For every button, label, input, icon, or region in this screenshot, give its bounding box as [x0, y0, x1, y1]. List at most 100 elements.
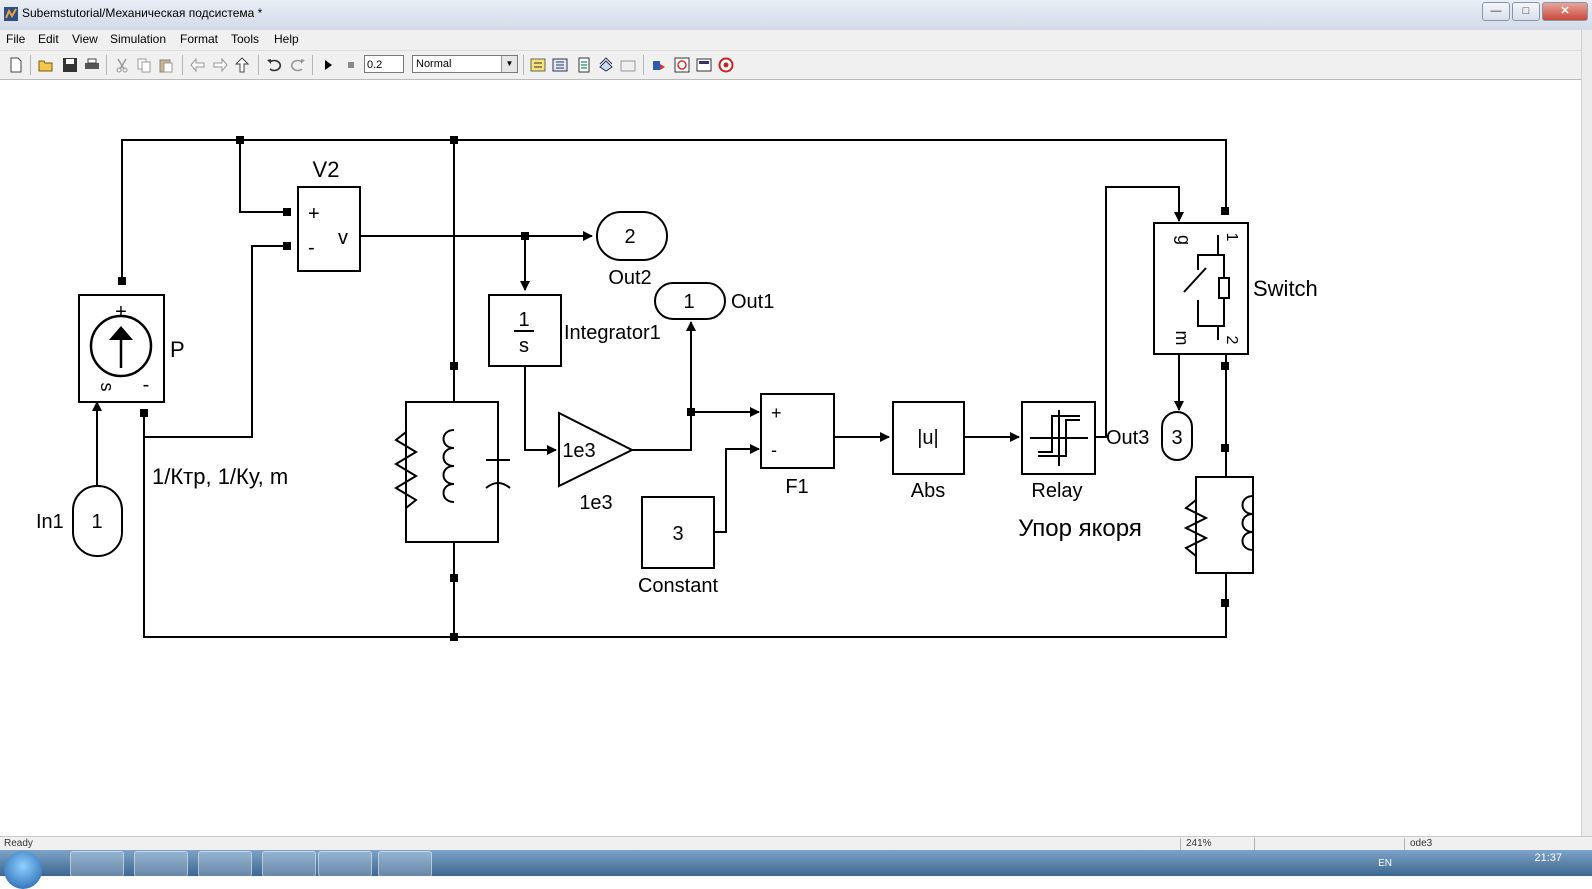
redo-icon[interactable] — [290, 57, 306, 73]
f1-sum-block[interactable]: + - F1 — [760, 393, 835, 498]
menu-edit[interactable]: Edit — [38, 32, 59, 46]
simulink-app-icon — [4, 7, 18, 21]
taskbar-media-icon[interactable] — [198, 851, 252, 877]
status-zoom: 241% — [1186, 838, 1212, 849]
abs-content: |u| — [917, 427, 939, 449]
back-icon[interactable] — [190, 57, 206, 73]
armature-stop-element[interactable] — [1183, 476, 1254, 574]
toolbar-separator — [30, 55, 31, 75]
switch-port-2: 2 — [1223, 336, 1240, 345]
vertical-scrollbar[interactable] — [1581, 30, 1592, 836]
integrator-to-gain-line[interactable] — [524, 366, 557, 455]
library-browser-icon[interactable] — [576, 57, 592, 73]
status-divider — [1180, 838, 1181, 850]
debugger-icon[interactable] — [620, 57, 636, 73]
out3-port-block[interactable]: 3 Out3 — [1106, 411, 1193, 461]
v2-plus-line[interactable] — [239, 140, 288, 213]
model-advisor-icon[interactable] — [696, 57, 712, 73]
stop-simulation-icon[interactable] — [343, 57, 359, 73]
p-label: P — [170, 337, 185, 362]
new-icon[interactable] — [8, 57, 24, 73]
start-button[interactable] — [4, 851, 42, 889]
f1-minus-port: - — [771, 440, 777, 460]
gain-to-f1-line[interactable] — [632, 407, 760, 451]
stop-time-input[interactable]: 0.2 — [364, 55, 404, 73]
help-wheel-icon[interactable] — [718, 57, 734, 73]
cut-icon[interactable] — [114, 57, 130, 73]
copy-icon[interactable] — [136, 57, 152, 73]
maximize-button[interactable]: □ — [1512, 2, 1540, 21]
out2-number: 2 — [624, 226, 635, 248]
in1-number: 1 — [91, 511, 102, 533]
chevron-down-icon[interactable]: ▼ — [501, 56, 517, 72]
model-explorer-icon[interactable] — [598, 57, 614, 73]
v2-minus-line[interactable] — [143, 245, 288, 438]
switch-port-1: 1 — [1223, 233, 1240, 242]
constant-to-f1-line[interactable] — [714, 444, 760, 533]
save-icon[interactable] — [62, 57, 78, 73]
switch-symbol-icon — [1183, 235, 1230, 340]
v2-out-port: v — [338, 227, 348, 249]
integrator-label: Integrator1 — [564, 322, 661, 344]
f1-plus-port: + — [771, 403, 782, 423]
language-indicator[interactable]: EN — [1378, 858, 1392, 869]
start-simulation-icon[interactable] — [320, 57, 336, 73]
v2-minus-port: - — [308, 237, 315, 259]
taskbar-ie-icon[interactable] — [70, 851, 124, 877]
model-canvas[interactable]: V2 + - v + s - P 1/Ктр, 1/Ку, m 1 In1 2 … — [0, 80, 1592, 836]
taskbar-word-icon[interactable] — [318, 851, 372, 877]
out1-port-block[interactable]: 1 Out1 — [654, 282, 774, 320]
menu-help[interactable]: Help — [274, 32, 299, 46]
menu-view[interactable]: View — [72, 32, 98, 46]
window-title: Subemstutorial/Механическая подсистема * — [22, 6, 263, 20]
menu-format[interactable]: Format — [180, 32, 219, 46]
gain-block[interactable]: 1e3 1e3 — [558, 411, 635, 514]
rlc-mechanical-element[interactable] — [394, 401, 511, 543]
gain-value: 1e3 — [562, 440, 595, 462]
taskbar-matlab-icon[interactable] — [378, 851, 432, 877]
switch-block[interactable]: g m 1 2 Switch — [1153, 222, 1318, 355]
profiler-icon[interactable] — [674, 57, 690, 73]
taskbar-explorer-icon[interactable] — [134, 851, 188, 877]
simulation-mode-select[interactable]: Normal ▼ — [412, 55, 518, 73]
taskbar-paint-icon[interactable] — [262, 851, 316, 877]
menu-simulation[interactable]: Simulation — [110, 32, 167, 46]
sim-explorer-icon[interactable] — [651, 57, 667, 73]
v2-sensor-block[interactable]: V2 + - v — [297, 157, 361, 272]
integrator-numerator: 1 — [518, 309, 529, 331]
status-solver: ode3 — [1410, 838, 1433, 849]
toolbar-separator — [106, 55, 107, 75]
in1-port-block[interactable]: 1 In1 — [36, 485, 123, 557]
out2-port-block[interactable]: 2 Out2 — [596, 211, 668, 289]
status-text: Ready — [4, 838, 33, 849]
menu-file[interactable]: File — [6, 32, 26, 46]
abs-label: Abs — [911, 480, 945, 502]
build-icon[interactable] — [530, 57, 546, 73]
forward-icon[interactable] — [212, 57, 228, 73]
v2-label: V2 — [313, 157, 340, 182]
p-source-block[interactable]: + s - P 1/Ктр, 1/Ку, m — [78, 294, 288, 489]
relay-label: Relay — [1031, 480, 1082, 502]
paste-icon[interactable] — [158, 57, 174, 73]
open-icon[interactable] — [38, 57, 54, 73]
integrator-block[interactable]: 1 s Integrator1 — [488, 294, 661, 367]
print-icon[interactable] — [84, 57, 100, 73]
up-icon[interactable] — [234, 57, 250, 73]
integrator-denominator: s — [519, 335, 529, 357]
constant-block[interactable]: 3 Constant — [638, 496, 718, 597]
update-icon[interactable] — [552, 57, 568, 73]
close-button[interactable]: ✕ — [1542, 2, 1588, 21]
taskbar-clock: 21:37 — [1534, 852, 1562, 864]
status-divider — [1254, 838, 1255, 850]
toolbar-separator — [258, 55, 259, 75]
out3-label: Out3 — [1106, 427, 1149, 449]
top-mech-line[interactable] — [121, 139, 1227, 281]
minimize-button[interactable]: — — [1482, 2, 1510, 21]
undo-icon[interactable] — [266, 57, 282, 73]
menu-tools[interactable]: Tools — [231, 32, 260, 46]
bottom-mech-line[interactable] — [143, 437, 1227, 638]
relay-block[interactable]: Relay — [1021, 401, 1096, 502]
switch-label: Switch — [1253, 276, 1318, 301]
abs-block[interactable]: |u| Abs — [892, 401, 965, 502]
relay-to-switch-line[interactable] — [1096, 186, 1184, 438]
